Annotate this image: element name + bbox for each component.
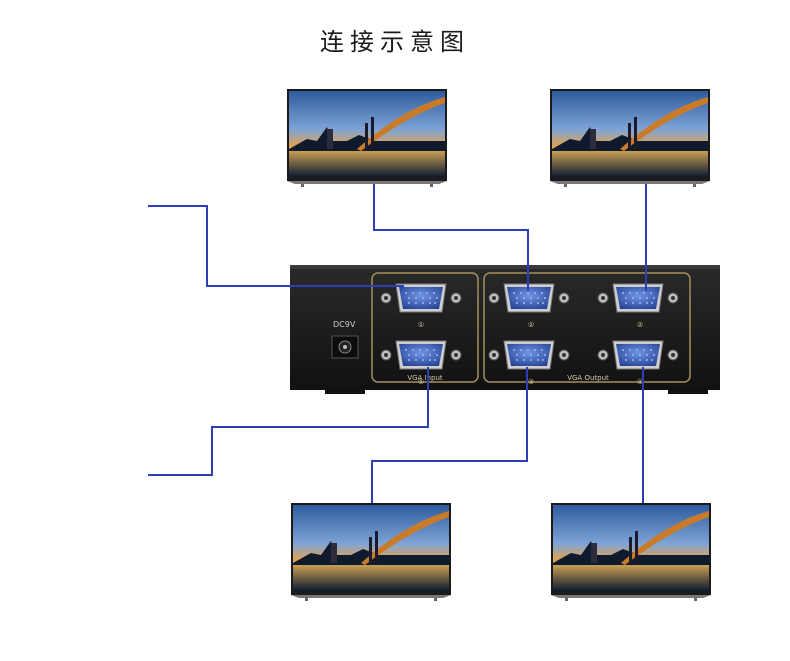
cable-pc1-input1 — [148, 205, 404, 287]
port-number: ① — [418, 378, 424, 386]
cable-output3-monitor3 — [371, 367, 528, 503]
cable-pc2-input2 — [148, 367, 429, 476]
page-title: 连接示意图 — [320, 28, 470, 56]
input-group-outline — [371, 272, 479, 383]
input-label: VGA Input — [407, 374, 443, 382]
port-number: ③ — [528, 378, 534, 386]
port-number: ① — [418, 321, 424, 329]
monitor-icon — [551, 503, 711, 601]
cable-output1-monitor1 — [373, 184, 529, 291]
monitor-icon — [291, 503, 451, 601]
output-label: VGA Output — [567, 374, 609, 382]
port-number: ④ — [637, 378, 643, 386]
power-jack-icon: DC9V — [331, 320, 359, 359]
port-number: ② — [528, 321, 534, 329]
port-number: ② — [637, 321, 643, 329]
vga-switch-box: DC9V ① ① ② ③ ② ④ VGA Input VGA Output — [290, 265, 720, 394]
monitor-icon — [550, 89, 710, 187]
monitor-icon — [287, 89, 447, 187]
vga-cables — [148, 184, 647, 503]
power-label: DC9V — [333, 320, 356, 329]
output-group-outline — [483, 272, 691, 383]
